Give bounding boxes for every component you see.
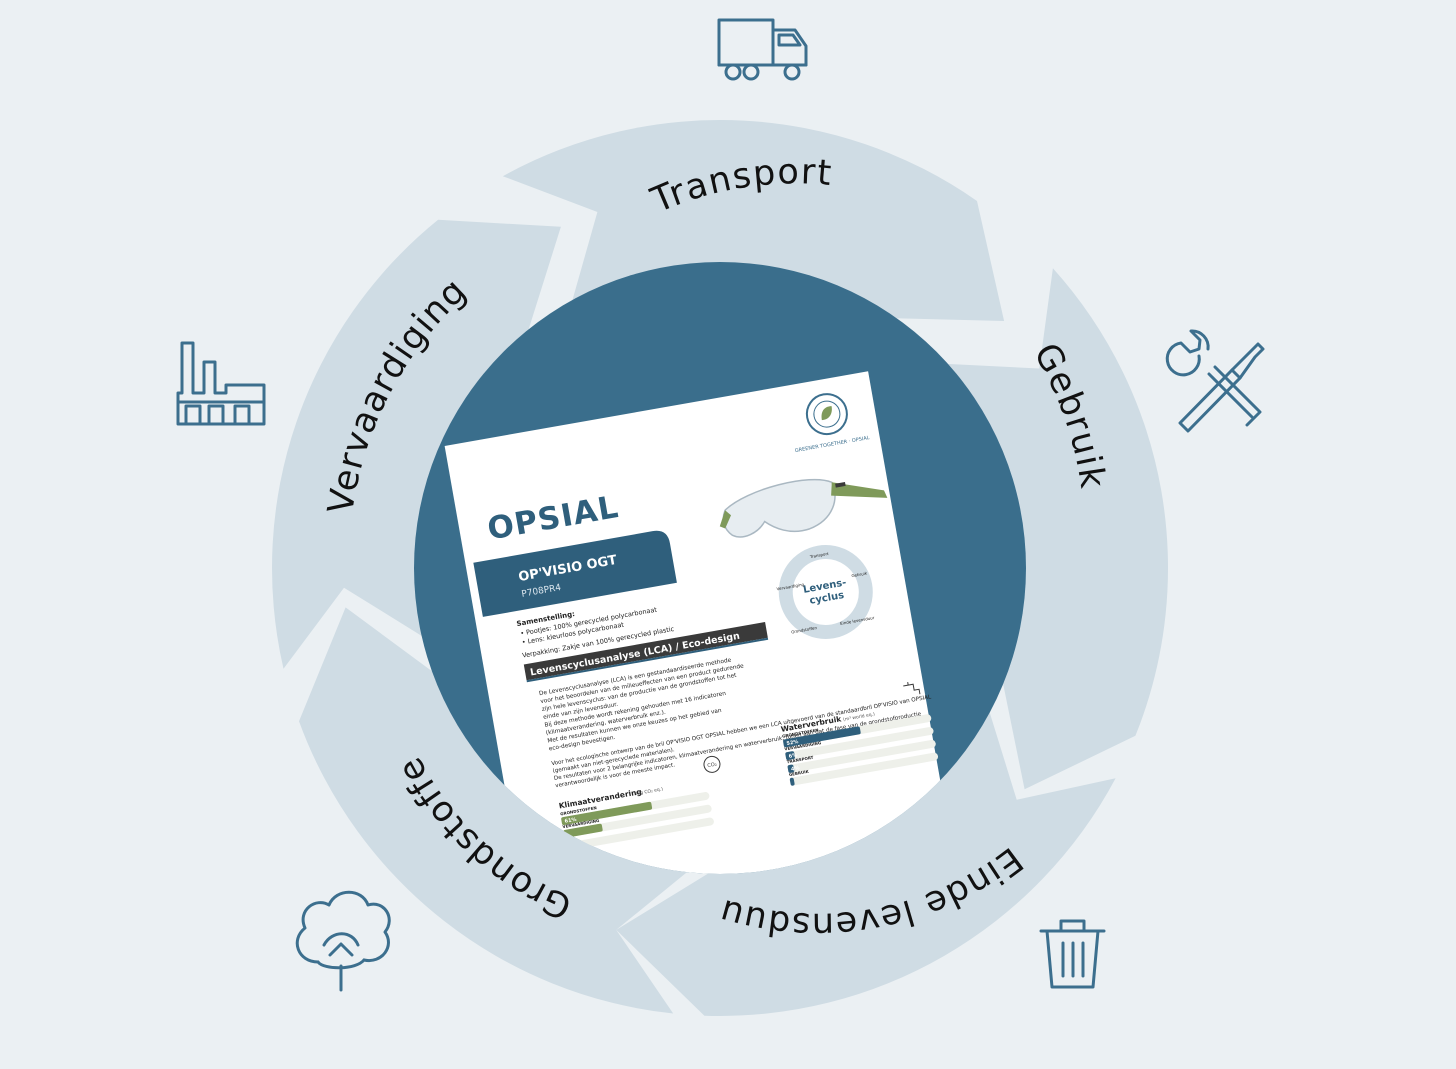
bar-label: TRANSPORT <box>786 755 814 765</box>
ring-segment-vervaardiging <box>272 219 561 669</box>
bar-value-label: 6% <box>788 752 797 759</box>
ring-segment-grondstoffen <box>299 607 689 1014</box>
bar <box>561 801 653 825</box>
bar-label: GRONDSTOFFEN <box>560 805 597 816</box>
water-tap-icon <box>903 682 921 695</box>
bar <box>787 764 795 773</box>
bar-track <box>790 752 939 786</box>
bar-label: VERVAARDIGING <box>562 818 600 829</box>
bar <box>785 751 795 761</box>
bar-label: GRONDSTOFFEN <box>782 727 819 738</box>
trash-can-icon <box>1039 919 1106 989</box>
ring-segment-transport <box>502 119 1005 321</box>
bar-label: VERVAARDIGING <box>784 740 822 751</box>
safety-glasses-image <box>719 478 888 538</box>
bar-track <box>566 817 714 851</box>
climate-chart-unit: (kg CO₂ eq.) <box>635 786 663 797</box>
bar <box>789 777 795 786</box>
mini-lifecycle-diagram: Levens- cyclus Transport Gebruik Einde l… <box>776 544 875 639</box>
bar-value-label: 4% <box>791 765 800 772</box>
ring-segment-einde-levensduur <box>616 711 1116 1016</box>
bar-track <box>787 739 936 773</box>
section-bar <box>523 621 768 681</box>
datasheet-preview: OPSIAL GREENER TOGETHER · OPSIAL OP'VISI… <box>444 371 959 874</box>
mini-stage-label: Gebruik <box>851 570 868 578</box>
mini-stage-label: Einde levensduur <box>840 615 875 626</box>
water-chart-unit: (m³ world eq.) <box>843 711 876 723</box>
bar <box>563 823 603 838</box>
bar <box>783 726 861 748</box>
mini-stage-label: Vervaardiging <box>776 582 805 592</box>
datasheet-page <box>444 371 959 874</box>
co2-badge: CO₂ <box>707 762 717 770</box>
eco-seal-icon <box>805 393 848 436</box>
bar-label: GEBRUIK <box>789 769 810 778</box>
bar-value-label: 61% <box>564 817 577 825</box>
bar-track <box>785 727 934 760</box>
factory-icon <box>176 341 266 426</box>
wrench-screwdriver-icon <box>1165 329 1265 433</box>
ring-segment-gebruik <box>946 268 1169 790</box>
cotton-plant-icon <box>295 890 391 992</box>
title-banner <box>473 530 677 617</box>
water-chart: Waterverbruik (m³ world eq.) GRONDSTOFFE… <box>780 682 939 786</box>
mini-stage-label: Grondstoffen <box>791 625 818 635</box>
ring <box>272 119 1169 1016</box>
truck-icon <box>717 18 808 81</box>
mini-stage-label: Transport <box>809 551 830 559</box>
bar-value-label: 52% <box>786 739 799 747</box>
